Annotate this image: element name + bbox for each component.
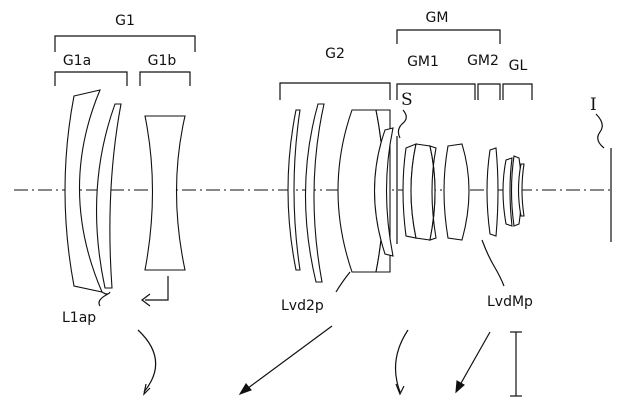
- callout-lvd2p: Lvd2p: [281, 298, 324, 314]
- lens-gl-3: [517, 163, 525, 217]
- lens-g1b-biconcave: [144, 115, 186, 271]
- image-plane-leader: [595, 113, 605, 149]
- callout-l1ap: L1ap: [62, 310, 96, 326]
- label-stop: S: [401, 90, 413, 110]
- label-g1: G1: [115, 13, 135, 29]
- lens-gm1-3: [429, 145, 437, 241]
- callout-lvd2p-leader: [335, 271, 351, 293]
- lens-g2-1: [287, 109, 301, 271]
- lens-gm1-4: [443, 143, 470, 241]
- label-g2: G2: [325, 46, 345, 62]
- bracket-gm: [396, 29, 501, 44]
- label-image-plane: I: [590, 95, 597, 115]
- gm2-trajectory-arrowhead: [455, 380, 465, 394]
- g2-trajectory-arrowhead: [238, 383, 252, 396]
- lens-group-gl: [502, 155, 525, 227]
- lens-gl-1: [502, 157, 513, 227]
- callout-l1ap-leader: [98, 293, 109, 307]
- bracket-gl: [502, 83, 533, 100]
- lens-l1ap-edge: [101, 291, 111, 295]
- label-gm1: GM1: [407, 54, 439, 70]
- bracket-g1: [54, 35, 196, 52]
- lens-gm1-2: [410, 143, 436, 241]
- lens-l1a-inner: [96, 103, 122, 289]
- g1b-move-bracket: [145, 276, 169, 301]
- lens-group-gm1: [402, 143, 470, 241]
- lens-group-g2: [287, 103, 394, 283]
- g2-trajectory: [239, 325, 333, 395]
- bracket-gm2: [477, 83, 501, 100]
- label-g1a: G1a: [63, 53, 91, 69]
- label-g1b: G1b: [148, 53, 177, 69]
- gm2-trajectory: [455, 331, 491, 393]
- lens-gm2: [486, 147, 499, 237]
- g1-trajectory: [137, 329, 157, 393]
- bracket-g1a: [54, 71, 128, 86]
- gm-trajectory: [394, 329, 409, 393]
- bracket-g2: [279, 82, 391, 100]
- bracket-gm1: [396, 83, 476, 100]
- lens-group-g1a: [64, 89, 122, 295]
- gm-trajectory-arrowhead: [395, 383, 405, 396]
- bracket-g1b: [139, 71, 191, 86]
- label-gm: GM: [426, 10, 449, 26]
- callout-lvdmp-leader: [481, 239, 505, 287]
- lens-l1a-meniscus: [64, 89, 103, 293]
- g1b-move-arrowhead: [141, 293, 151, 307]
- lens-g2-2: [304, 103, 325, 283]
- lens-g2-5: [373, 127, 394, 257]
- label-gm2: GM2: [467, 53, 499, 69]
- label-gl: GL: [509, 58, 528, 74]
- g1-trajectory-arrowhead: [143, 383, 151, 396]
- stop-leader: [397, 109, 407, 139]
- callout-lvdmp: LvdMp: [487, 294, 533, 310]
